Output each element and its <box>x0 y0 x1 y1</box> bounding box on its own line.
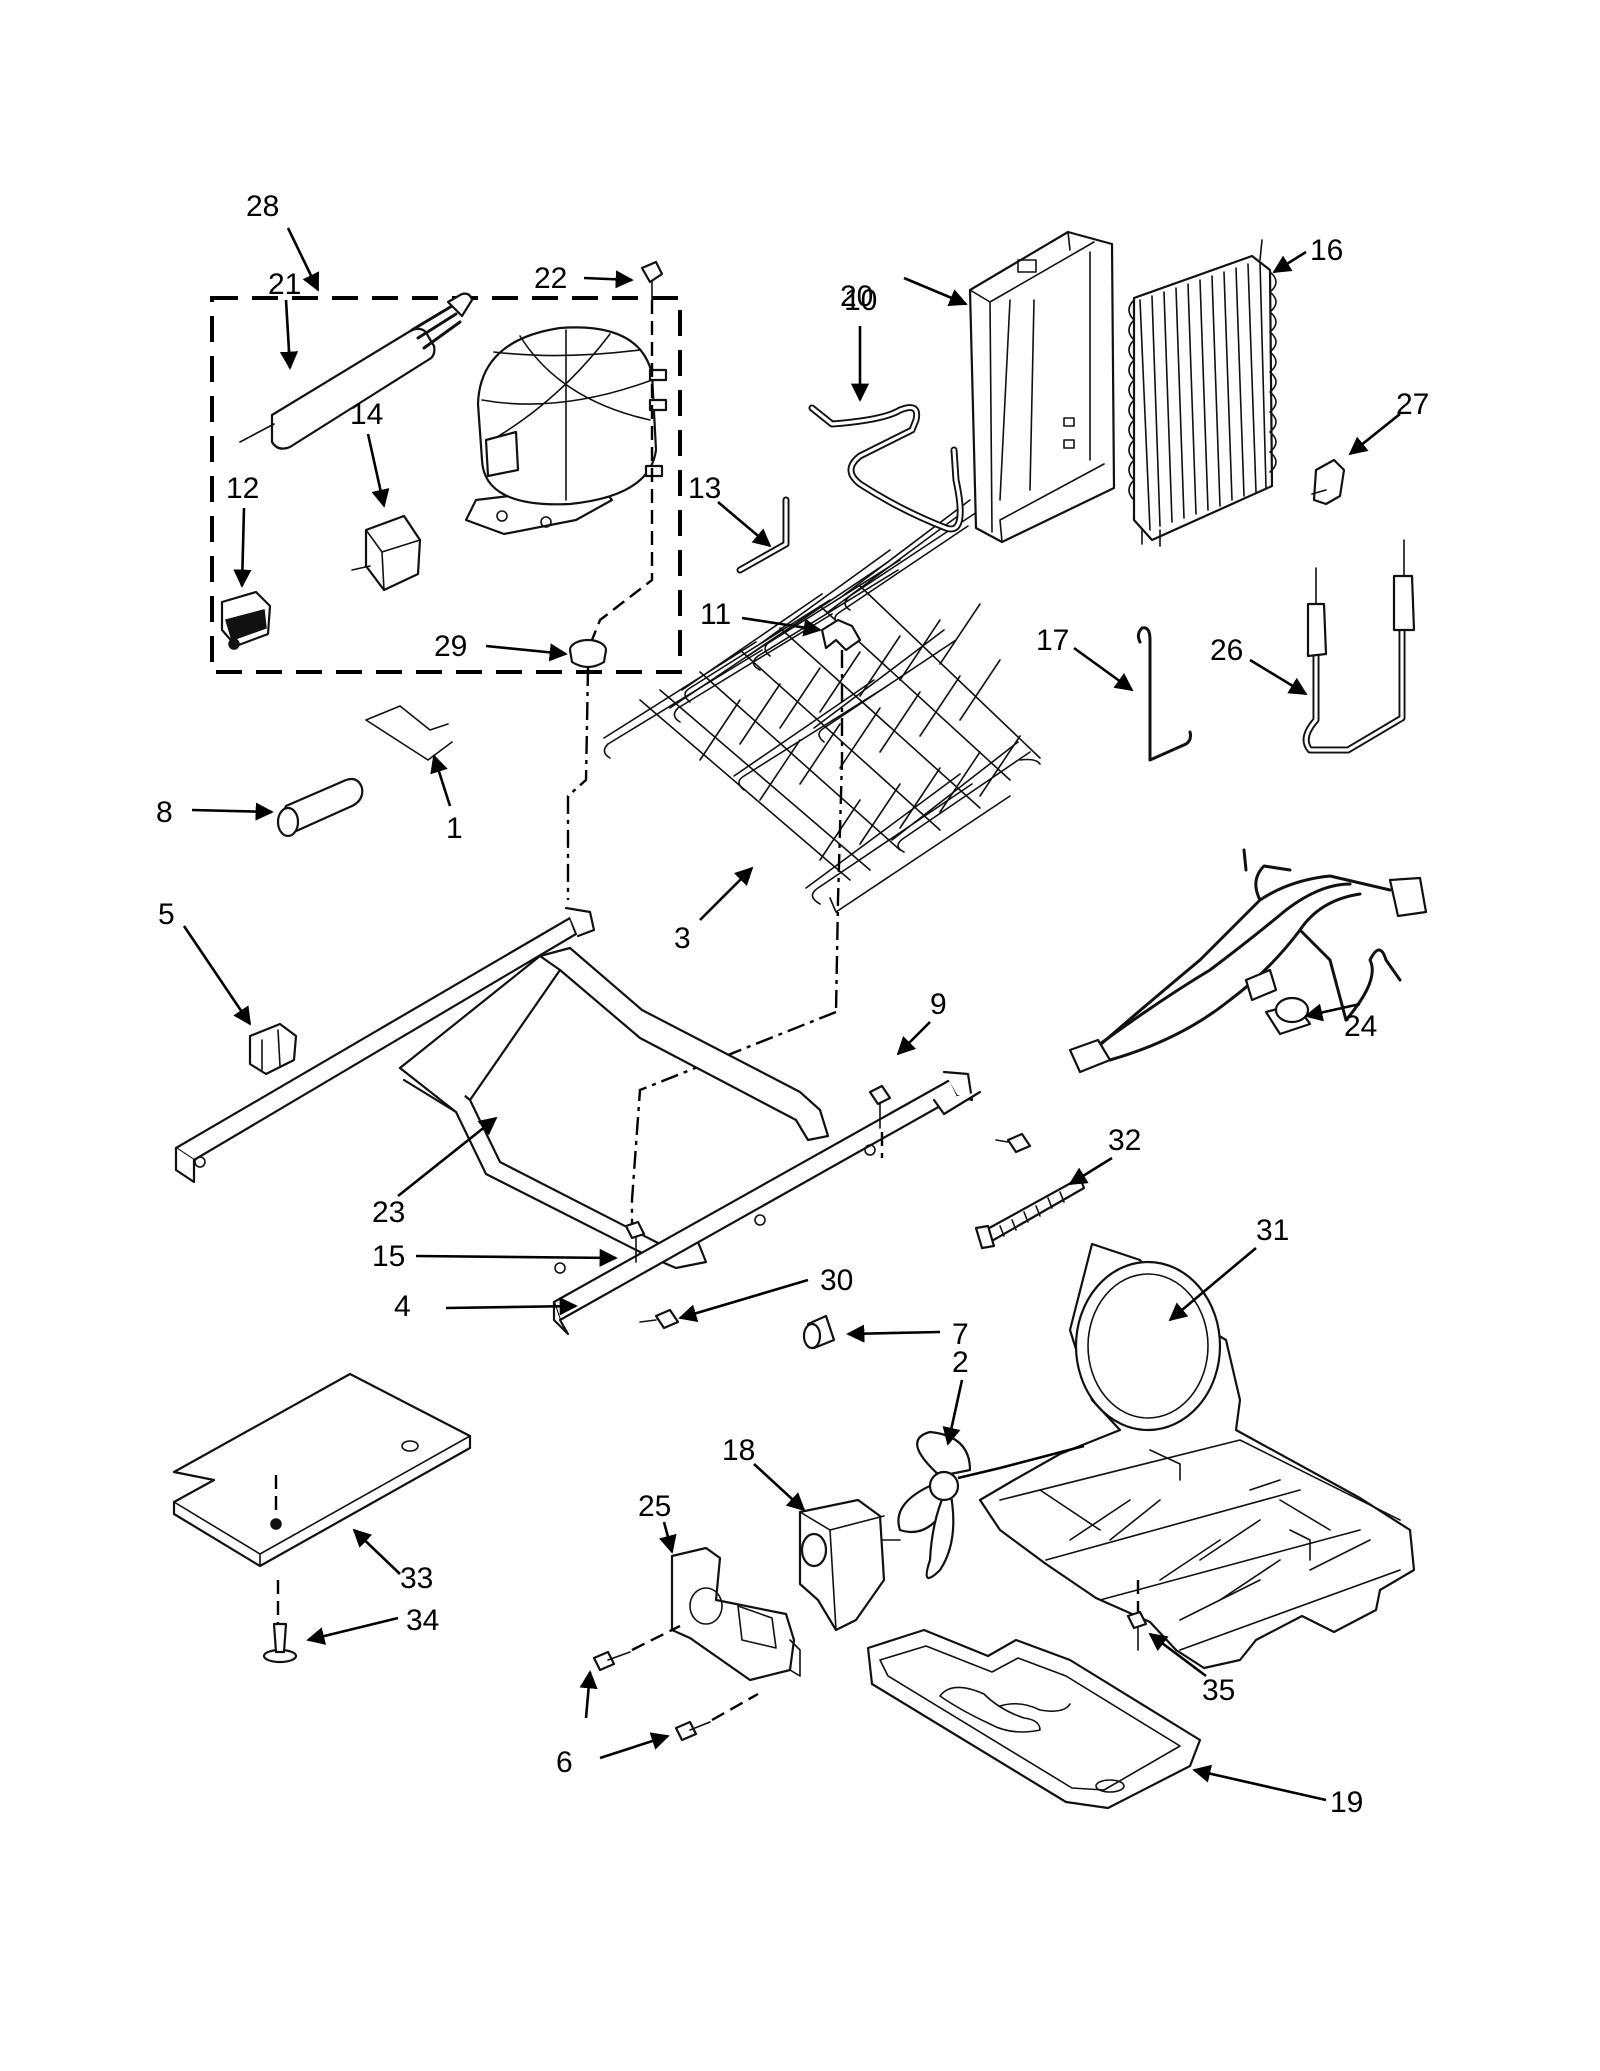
callout-13: 13 <box>688 472 721 505</box>
callout-11: 11 <box>700 598 731 631</box>
callout-17: 17 <box>1036 624 1069 657</box>
callout-27: 27 <box>1396 388 1429 421</box>
callout-6: 6 <box>556 1746 573 1779</box>
leader-lines <box>182 227 1401 1802</box>
callout-5: 5 <box>158 898 175 931</box>
tube-part[interactable] <box>276 777 364 838</box>
screw-part-30[interactable] <box>639 1132 1032 1330</box>
callout-15: 15 <box>372 1240 405 1273</box>
clip-part-5[interactable] <box>248 1022 298 1076</box>
callout-19: 19 <box>1330 1786 1363 1819</box>
tube-part-13[interactable] <box>736 496 790 574</box>
callout-3: 3 <box>674 922 691 955</box>
compressor-part[interactable] <box>464 326 668 536</box>
callout-28: 28 <box>246 190 279 223</box>
shroud-part[interactable] <box>968 230 1116 544</box>
callout-23: 23 <box>372 1196 405 1229</box>
callout-25: 25 <box>638 1490 671 1523</box>
drain-pan-part[interactable] <box>866 1628 1202 1810</box>
screw-part-6[interactable] <box>592 1650 711 1742</box>
callout-1: 1 <box>446 812 463 845</box>
tube-part-26[interactable] <box>1302 539 1416 754</box>
callout-32: 32 <box>1108 1124 1141 1157</box>
clip-part-11[interactable] <box>820 618 862 652</box>
clip-part-27[interactable] <box>1311 458 1346 506</box>
clip-part[interactable] <box>365 705 453 761</box>
evaporator-part[interactable] <box>1128 239 1277 547</box>
callout-10: 10 <box>844 284 877 317</box>
sleeve-part[interactable] <box>802 1314 836 1350</box>
screw-part-22[interactable] <box>640 260 664 301</box>
callout-34: 34 <box>406 1604 439 1637</box>
fan-motor-part[interactable] <box>798 1498 901 1632</box>
motor-bracket-part[interactable] <box>670 1546 801 1682</box>
callout-24: 24 <box>1344 1010 1377 1043</box>
insulation-panel-part[interactable] <box>172 1372 472 1568</box>
condenser-coil-part[interactable] <box>603 499 1041 913</box>
callout-21: 21 <box>268 268 301 301</box>
screw-part-9[interactable] <box>868 1084 892 1129</box>
fan-blade-part[interactable] <box>897 1430 1001 1580</box>
fan-shroud-part[interactable] <box>978 1242 1416 1670</box>
frame-part[interactable] <box>174 906 982 1336</box>
callout-16: 16 <box>1310 234 1343 267</box>
start-capacitor-part[interactable] <box>239 292 474 450</box>
callout-7: 7 <box>952 1318 969 1351</box>
grommet-part[interactable] <box>568 638 608 669</box>
callout-4: 4 <box>394 1290 411 1323</box>
callout-30: 30 <box>820 1264 853 1297</box>
callout-26: 26 <box>1210 634 1243 667</box>
condenser-tube-part[interactable] <box>808 404 964 533</box>
callout-9: 9 <box>930 988 947 1021</box>
callout-35: 35 <box>1202 1674 1235 1707</box>
callout-29: 29 <box>434 630 467 663</box>
bracket-part-32[interactable] <box>974 1176 1086 1250</box>
callout-31: 31 <box>1256 1214 1289 1247</box>
push-pin-part[interactable] <box>262 1622 298 1664</box>
screw-part-15[interactable] <box>624 1220 646 1263</box>
callout-14: 14 <box>350 398 383 431</box>
callout-labels: 28 21 22 14 12 29 1 8 5 3 11 13 10 20 16… <box>156 190 1429 1819</box>
callout-33: 33 <box>400 1562 433 1595</box>
compressor-kit-outline <box>210 296 682 674</box>
overload-part[interactable] <box>220 590 272 650</box>
screw-part-35[interactable] <box>1126 1610 1148 1651</box>
callout-18: 18 <box>722 1434 755 1467</box>
callout-20: 20 <box>840 280 873 313</box>
callout-2: 2 <box>952 1346 969 1379</box>
callout-12: 12 <box>226 472 259 505</box>
callout-22: 22 <box>534 262 567 295</box>
tube-part-17[interactable] <box>1136 626 1192 762</box>
relay-part[interactable] <box>351 514 422 592</box>
wire-harness-part[interactable] <box>1068 848 1428 1074</box>
callout-8: 8 <box>156 796 173 829</box>
